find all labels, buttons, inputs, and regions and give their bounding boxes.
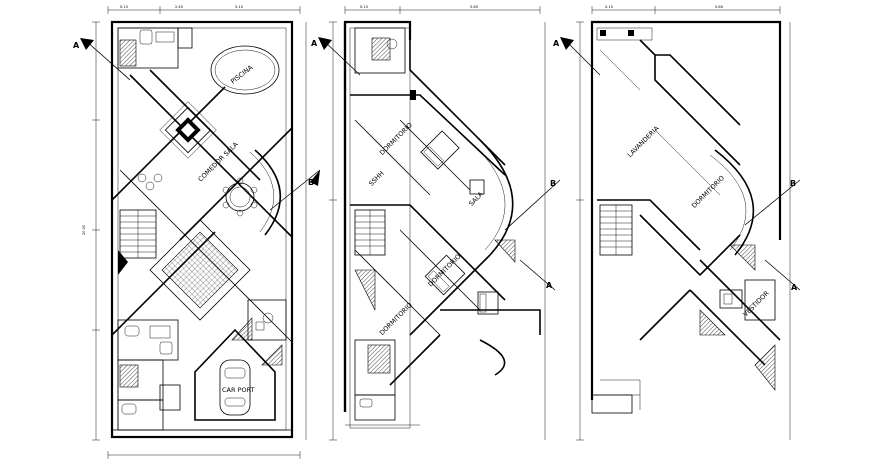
plan-second-floor: 0.15 5.60 <box>311 5 561 441</box>
svg-text:5.60: 5.60 <box>715 5 724 9</box>
dimension-lines: 0.15 2.45 5.10 20.00 <box>82 5 307 459</box>
svg-text:2.45: 2.45 <box>175 5 183 9</box>
room-label-vestidor: VESTIDOR <box>742 289 771 318</box>
dimension-lines: 0.15 5.60 <box>329 5 546 441</box>
plan-third-floor: 0.15 5.60 <box>553 5 801 441</box>
svg-text:B: B <box>550 179 556 188</box>
bed-top <box>420 130 460 170</box>
car-icon <box>219 359 251 416</box>
svg-text:A: A <box>311 39 318 48</box>
svg-text:0.15: 0.15 <box>120 5 128 9</box>
section-mark-a-plan2: A A <box>311 37 556 291</box>
living-room-furniture <box>159 101 217 159</box>
svg-text:0.15: 0.15 <box>605 5 613 9</box>
svg-text:B: B <box>308 178 314 187</box>
kitchen-floor <box>161 231 239 309</box>
dimension-lines: 0.15 5.60 <box>576 5 791 441</box>
plan-ground-floor: 0.15 2.45 5.10 20.00 PISCINA <box>73 5 321 459</box>
section-mark-b-plan3: B <box>744 179 801 226</box>
svg-text:A: A <box>553 39 560 48</box>
room-label-sshh: SSHH <box>367 169 385 187</box>
svg-text:5.60: 5.60 <box>470 5 479 9</box>
room-label-piscina: PISCINA <box>229 63 255 85</box>
svg-text:A: A <box>73 41 80 50</box>
section-mark-a-plan3: A A <box>553 37 801 292</box>
room-label-comedor-sala: COMEDOR SALA <box>197 140 241 184</box>
staircase-second <box>354 209 386 256</box>
bed-middle <box>424 254 466 296</box>
pool <box>210 45 280 95</box>
staircase-ground <box>119 209 157 259</box>
room-label-dormitorio-mid: DORMITORIO <box>427 253 463 289</box>
room-label-dormitorio-bottom: DORMITORIO <box>378 301 414 337</box>
room-label-dormitorio-top: DORMITORIO <box>378 121 414 157</box>
room-label-car-port: CAR PORT <box>222 386 255 394</box>
svg-text:B: B <box>790 179 796 188</box>
dining-table <box>222 177 258 217</box>
svg-text:5.10: 5.10 <box>235 5 244 9</box>
staircase-third <box>599 204 633 256</box>
svg-text:A: A <box>791 283 798 292</box>
car-port <box>194 328 276 421</box>
svg-text:A: A <box>546 281 553 290</box>
section-mark-b-plan2: B <box>504 179 561 231</box>
svg-text:0.15: 0.15 <box>360 5 368 9</box>
svg-text:20.00: 20.00 <box>82 224 86 235</box>
section-mark-a-plan1: A <box>73 38 131 81</box>
room-label-lavanderia: LAVANDERIA <box>626 124 661 159</box>
room-label-dormitorio-3: DORMITORIO <box>690 174 726 210</box>
section-mark-b-plan1: B <box>269 169 321 211</box>
